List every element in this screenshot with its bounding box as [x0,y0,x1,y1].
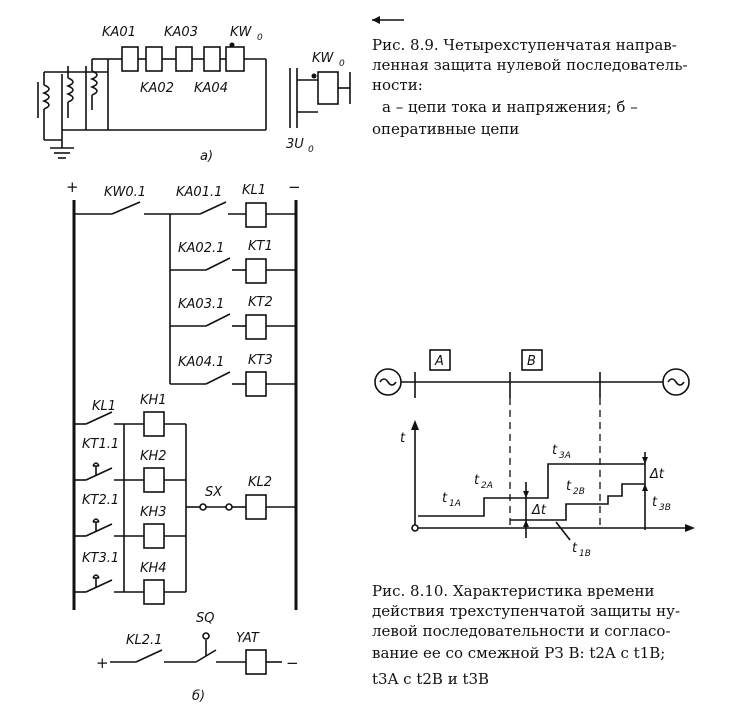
label-kw0-top: KW [230,25,253,40]
caption-fig-8-10: Рис. 8.10. Характеристика времени действ… [372,582,680,688]
svg-text:KT2: KT2 [248,295,273,310]
relay-kh1 [143,411,165,437]
relay-kt1 [245,258,267,284]
svg-text:KA04.1: KA04.1 [178,355,224,370]
svg-text:2B: 2B [573,487,585,497]
svg-text:t: t [572,541,578,556]
relay-kl1 [245,202,267,228]
svg-text:0: 0 [339,59,345,69]
svg-text:SQ: SQ [196,611,214,626]
svg-text:Рис. 8.9. Четырехступенчатая: Рис. 8.9. Четырехступенчатая направ- [372,36,677,54]
relay-kl2 [245,494,267,520]
svg-text:2A: 2A [481,481,493,491]
svg-text:t: t [652,495,658,510]
svg-text:вание ее со смежной РЗ B: t2A: вание ее со смежной РЗ B: t2A с t1B; [372,644,665,662]
svg-text:KA01.1: KA01.1 [176,185,222,200]
caption-fig-8-9: Рис. 8.9. Четырехступенчатая направ- лен… [372,36,688,138]
substation-b [521,349,543,371]
relay-kh3 [143,523,165,549]
svg-text:KT3: KT3 [248,353,273,368]
svg-text:KA03.1: KA03.1 [178,297,224,312]
relay-coil-ka01 [121,46,139,72]
svg-text:левой последовательности и: левой последовательности и согласо- [372,622,671,640]
substation-a [429,349,451,371]
svg-text:B: B [527,354,536,369]
svg-text:t: t [552,443,558,458]
svg-text:0: 0 [257,33,263,43]
svg-text:−: − [288,178,301,196]
polarity-dot [229,42,235,48]
relay-kt3 [245,371,267,397]
svg-text:1B: 1B [579,549,591,559]
svg-text:KH3: KH3 [140,505,167,520]
label-kw0-side: KW [312,51,335,66]
svg-text:KT1: KT1 [248,239,273,254]
circuit-b: + − KW0.1 KA01.1 KL1 KA02.1 KT1 KA03.1 K… [66,178,301,704]
svg-text:3A: 3A [559,451,571,461]
curve-protection-a [418,463,645,517]
svg-text:ности:: ности: [372,76,423,94]
svg-text:A: A [434,354,444,369]
svg-text:t3A с t2B и t3B: t3A с t2B и t3B [372,670,489,688]
svg-text:t: t [442,491,448,506]
svg-text:t: t [400,431,406,446]
svg-text:KT1.1: KT1.1 [82,437,119,452]
svg-text:t: t [566,479,572,494]
svg-text:а – цепи тока и напряжения; б: а – цепи тока и напряжения; б – [382,98,638,116]
svg-text:SX: SX [205,485,223,500]
svg-text:Δt: Δt [531,503,547,518]
svg-text:Δt: Δt [649,467,665,482]
ct-winding-2 [65,77,74,103]
svg-text:KH4: KH4 [140,561,167,576]
svg-text:Рис. 8.10. Характеристика: Рис. 8.10. Характеристика времени [372,582,655,600]
svg-text:KL1: KL1 [242,183,266,198]
relay-coil-kw0 [225,46,245,72]
relay-kh2 [143,467,165,493]
ct-winding-1 [41,84,50,110]
svg-text:0: 0 [308,145,314,155]
svg-text:оперативные цепи: оперативные цепи [372,120,519,138]
test-terminal-sx-1 [199,503,207,511]
label-ka03: KA03 [164,25,198,40]
label-3u0: 3U [286,137,304,152]
svg-text:−: − [286,654,299,672]
svg-text:+: + [96,654,109,672]
svg-text:KT2.1: KT2.1 [82,493,119,508]
ct-winding-3 [89,70,98,96]
svg-text:+: + [66,178,79,196]
svg-text:KA02.1: KA02.1 [178,241,224,256]
circuit-a: KA01 KA03 KW 0 KA02 KA04 KW 0 3U 0 а) [37,25,351,164]
label-ka02: KA02 [140,81,174,96]
label-fig-b: б) [192,689,205,704]
svg-text:KL1: KL1 [92,399,116,414]
fig-8-10-diagram: A B t t 1A t 2A t 3A t 2B t 3B t 1 [374,349,695,559]
relay-coil-ka02 [145,46,163,72]
svg-text:KL2.1: KL2.1 [126,633,162,648]
svg-text:3B: 3B [659,503,671,513]
svg-text:KT3.1: KT3.1 [82,551,119,566]
label-ka01: KA01 [102,25,136,40]
svg-text:действия трехступенчатой защ: действия трехступенчатой защиты ну- [372,602,680,620]
relay-kt2 [245,314,267,340]
curve-protection-b [510,483,645,521]
svg-text:1A: 1A [449,499,461,509]
svg-text:KH2: KH2 [140,449,167,464]
svg-text:t: t [474,473,480,488]
svg-text:KW0.1: KW0.1 [104,185,146,200]
svg-text:KL2: KL2 [248,475,272,490]
svg-text:ленная защита нулевой последов: ленная защита нулевой последователь- [372,56,688,74]
relay-kh4 [143,579,165,605]
relay-coil-ka03 [175,46,193,72]
svg-text:KH1: KH1 [140,393,167,408]
relay-coil-ka04 [203,46,221,72]
label-ka04: KA04 [194,81,228,96]
trip-coil-yat [245,649,267,675]
relay-coil-kw0-voltage [317,71,339,105]
svg-text:YAT: YAT [236,631,260,646]
label-fig-a: а) [200,149,213,164]
test-terminal-sx-2 [225,503,233,511]
